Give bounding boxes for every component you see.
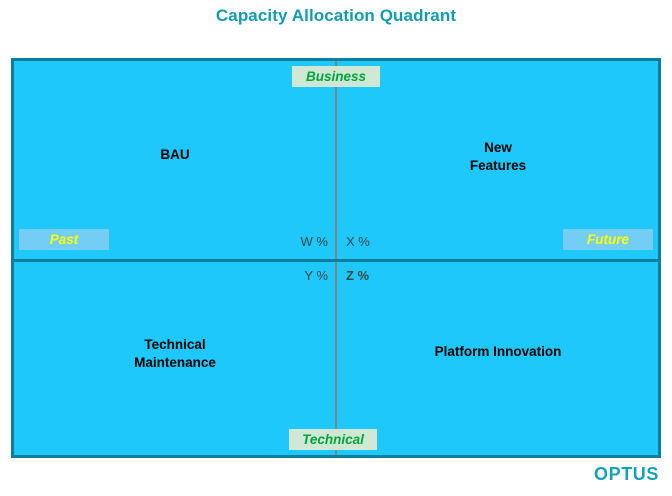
- axis-label-technical: Technical: [289, 429, 377, 450]
- quadrant-label-top-left: BAU: [160, 147, 190, 162]
- quadrant-chart: BAU New Features Technical Maintenance P…: [11, 58, 661, 458]
- quadrant-label-top-right: New Features: [469, 140, 527, 174]
- horizontal-axis-line: [14, 259, 658, 262]
- page-title: Capacity Allocation Quadrant: [215, 6, 457, 25]
- vertical-axis-line: [335, 61, 337, 455]
- axis-label-future: Future: [563, 229, 653, 250]
- value-label-top-left: W %: [300, 234, 328, 249]
- quadrant-label-bottom-right: Platform Innovation: [434, 344, 562, 359]
- axis-label-past: Past: [19, 229, 109, 250]
- quadrant-label-bottom-left: Technical Maintenance: [134, 337, 216, 371]
- value-label-bottom-right: Z %: [346, 268, 370, 283]
- value-label-top-right: X %: [346, 234, 370, 249]
- brand-logo: OPTUS: [593, 464, 659, 484]
- axis-label-business: Business: [292, 66, 380, 87]
- value-label-bottom-left: Y %: [304, 268, 328, 283]
